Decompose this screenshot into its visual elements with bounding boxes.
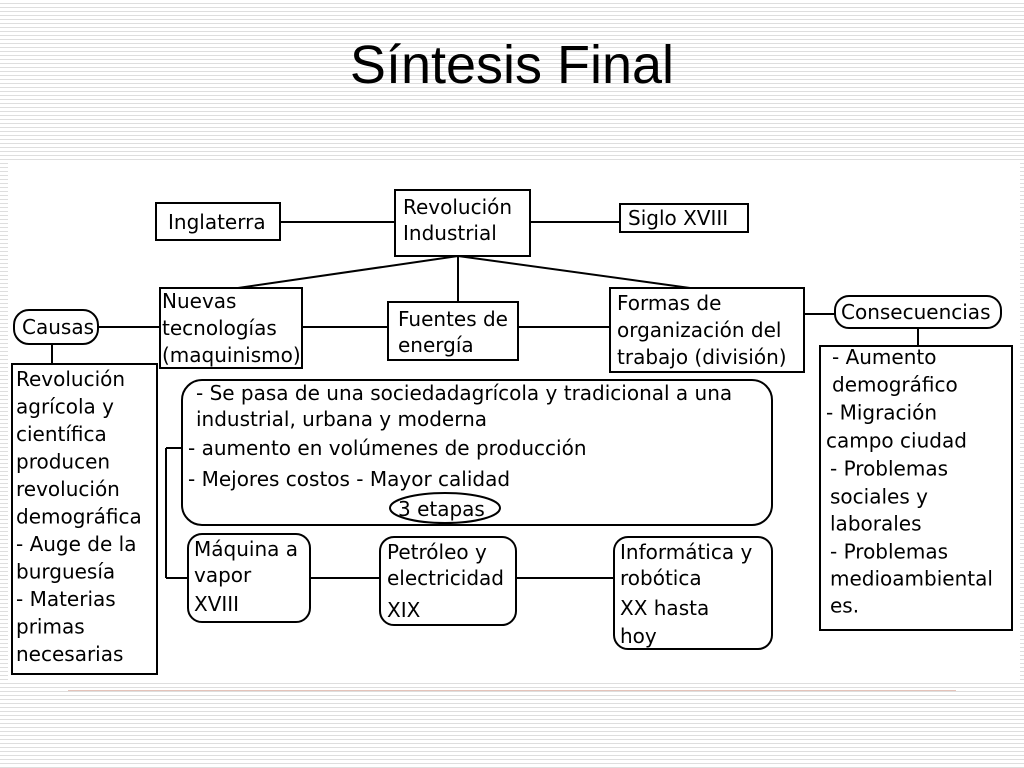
node-etapa-petroleo-label: Petróleo y electricidad XIX [387,540,510,622]
bottom-rule [68,690,956,691]
node-consecuencias-detalle-label: - Aumento demográfico - Migración campo … [826,345,999,618]
node-etapa-maquina-vapor-label: Máquina a vapor XVIII [194,537,304,616]
node-inglaterra: Inglaterra [155,202,281,241]
node-etapa-informatica: Informática y robótica XX hasta hoy [613,536,773,650]
node-causas-detalle-label: Revolución agrícola y científica produce… [16,367,148,666]
node-causas-label: Causas [22,315,94,339]
node-consecuencias-detalle: - Aumento demográfico - Migración campo … [819,345,1013,631]
connector-revolucion-nuevas [237,255,459,289]
node-formas-organizacion: Formas de organización del trabajo (divi… [609,287,805,373]
node-etapa-petroleo: Petróleo y electricidad XIX [379,536,517,626]
node-nuevas-tecnologias: Nuevas tecnologías (maquinismo) [159,287,303,369]
node-revolucion-industrial-label: Revolución Industrial [403,195,518,245]
node-revolucion-industrial: Revolución Industrial [394,189,531,257]
node-fuentes-energia-label: Fuentes de energía [398,307,514,357]
node-siglo-xviii-label: Siglo XVIII [628,206,728,230]
node-fuentes-energia: Fuentes de energía [387,301,519,361]
node-nuevas-tecnologias-label: Nuevas tecnologías (maquinismo) [162,289,301,367]
node-etapas: 3 etapas [389,492,501,524]
connector-revolucion-formas [457,255,691,289]
node-cambios: - Se pasa de una sociedadagrícola y trad… [181,379,773,526]
node-cambios-label: - Se pasa de una sociedadagrícola y trad… [188,381,739,491]
node-formas-organizacion-label: Formas de organización del trabajo (divi… [617,291,788,369]
node-inglaterra-label: Inglaterra [168,210,266,234]
node-consecuencias-label: Consecuencias [841,300,990,324]
node-consecuencias: Consecuencias [834,295,1002,329]
slide-title: Síntesis Final [349,35,675,95]
node-etapa-informatica-label: Informática y robótica XX hasta hoy [620,540,759,648]
node-siglo-xviii: Siglo XVIII [619,203,749,233]
node-causas: Causas [13,309,99,345]
connectors [51,221,919,579]
node-etapas-label: 3 etapas [398,497,485,521]
node-etapa-maquina-vapor: Máquina a vapor XVIII [187,533,311,623]
node-causas-detalle: Revolución agrícola y científica produce… [11,363,158,675]
